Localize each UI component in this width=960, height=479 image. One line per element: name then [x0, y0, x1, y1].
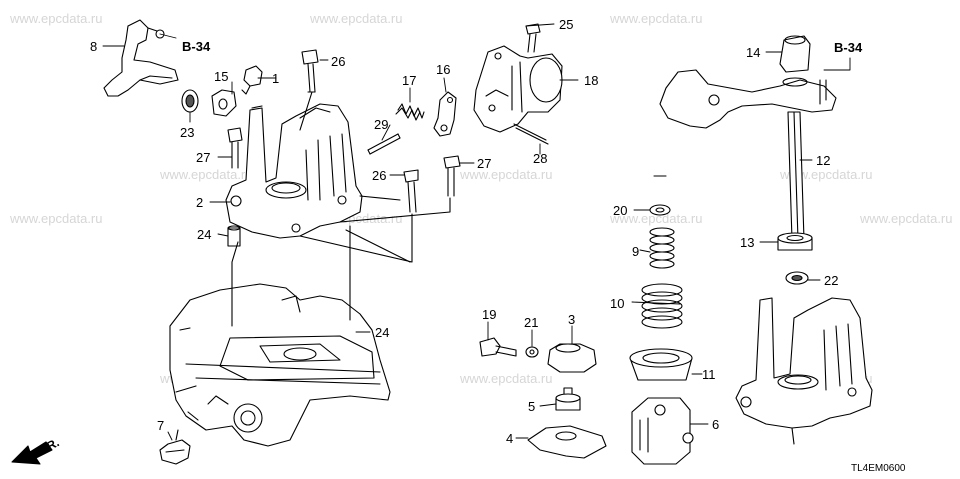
part-12-shaft: [787, 111, 805, 241]
watermark: www.epcdata.ru: [610, 11, 703, 26]
part-6-holder: [631, 397, 694, 465]
callout-27[interactable]: 27: [196, 150, 211, 165]
part-14-cap: [779, 35, 811, 73]
watermark: www.epcdata.ru: [860, 211, 953, 226]
ref-b34-left[interactable]: B-34: [182, 39, 211, 54]
part-2-housing-cover: [225, 103, 363, 239]
part-16-detent-arm: [433, 91, 457, 137]
part-23-seal: [181, 89, 199, 113]
assembly-lines: [231, 91, 451, 327]
callout-26[interactable]: 26: [372, 168, 387, 183]
watermark: www.epcdata.ru: [460, 167, 553, 182]
part-3-lever: [547, 343, 597, 373]
callout-2[interactable]: 2: [196, 195, 204, 210]
watermark: www.epcdata.ru: [160, 167, 253, 182]
callout-17[interactable]: 17: [402, 73, 417, 88]
leader-lines: [102, 23, 851, 441]
callout-21[interactable]: 21: [524, 315, 539, 330]
callout-19[interactable]: 19: [482, 307, 497, 322]
part-9-spring: [649, 227, 675, 269]
callout-29[interactable]: 29: [374, 117, 389, 132]
watermark: www.epcdata.ru: [610, 211, 703, 226]
callout-23[interactable]: 23: [180, 125, 195, 140]
callout-3[interactable]: 3: [568, 312, 576, 327]
part-11-seat: [629, 348, 693, 381]
front-arrow: [11, 441, 53, 465]
part-21-washer: [525, 346, 539, 358]
callout-11[interactable]: 11: [702, 367, 716, 382]
callout-12[interactable]: 12: [816, 153, 831, 168]
part-4-bracket: [527, 425, 607, 459]
part-17-spring: [395, 103, 425, 121]
callout-26[interactable]: 26: [331, 54, 346, 69]
watermark: www.epcdata.ru: [10, 11, 103, 26]
callout-8[interactable]: 8: [90, 39, 98, 54]
part-15-collar: [211, 89, 237, 117]
part-8-shift-lever: [103, 19, 179, 97]
part-26-bolt: [301, 49, 319, 93]
callout-7[interactable]: 7: [157, 418, 165, 433]
part-19-bolt: [479, 337, 517, 357]
transmission-case: [169, 283, 391, 447]
part-10-spring: [641, 283, 683, 329]
callout-6[interactable]: 6: [712, 417, 720, 432]
part-24-dowel-upper: [227, 225, 241, 247]
callout-16[interactable]: 16: [436, 62, 451, 77]
callout-4[interactable]: 4: [506, 431, 514, 446]
part-20-clip: [649, 175, 671, 216]
callout-24[interactable]: 24: [375, 325, 390, 340]
callout-22[interactable]: 22: [824, 273, 839, 288]
part-25-screw: [525, 23, 541, 53]
callout-9[interactable]: 9: [632, 244, 640, 259]
part-7-plug: [159, 429, 191, 465]
callout-15[interactable]: 15: [214, 69, 229, 84]
watermark: www.epcdata.ru: [310, 11, 403, 26]
callout-28[interactable]: 28: [533, 151, 548, 166]
part-5-seal: [555, 387, 581, 411]
part-shift-arm: [659, 69, 837, 129]
part-18-actuator: [473, 45, 563, 133]
callout-27[interactable]: 27: [477, 156, 492, 171]
watermark: www.epcdata.ru: [10, 211, 103, 226]
diagram-code: TL4EM0600: [851, 463, 906, 474]
part-13-collar: [777, 232, 813, 251]
callout-18[interactable]: 18: [584, 73, 599, 88]
part-28-pin: [513, 123, 549, 145]
part-29-pin: [367, 133, 401, 155]
part-22-bearing: [785, 271, 809, 285]
callout-10[interactable]: 10: [610, 296, 625, 311]
callout-25[interactable]: 25: [559, 17, 574, 32]
part-26-bolt-mid: [403, 169, 419, 213]
callout-14[interactable]: 14: [746, 45, 761, 60]
part-27-bolt-right: [443, 155, 461, 197]
right-housing-assembly: [735, 297, 873, 445]
ref-b34-right[interactable]: B-34: [834, 40, 863, 55]
callout-24[interactable]: 24: [197, 227, 212, 242]
callout-20[interactable]: 20: [613, 203, 628, 218]
part-1-clip: [241, 65, 263, 95]
callout-1[interactable]: 1: [272, 71, 280, 86]
watermark: www.epcdata.ru: [460, 371, 553, 386]
watermark: www.epcdata.ru: [780, 167, 873, 182]
callout-5[interactable]: 5: [528, 399, 536, 414]
callout-13[interactable]: 13: [740, 235, 755, 250]
part-27-bolt-left: [227, 127, 243, 169]
